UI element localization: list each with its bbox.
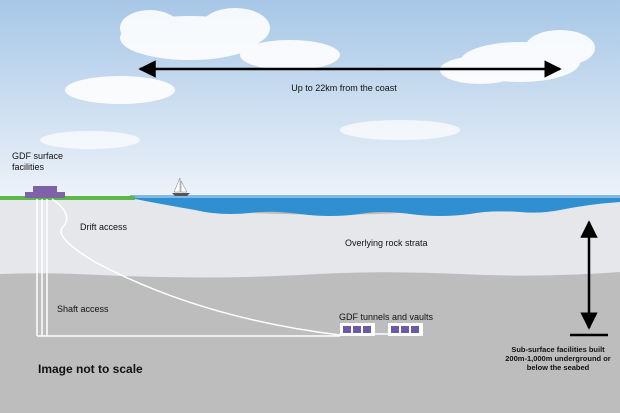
- vault-icon: [340, 323, 423, 336]
- rock-strata: [0, 198, 620, 278]
- shaft-access-label: Shaft access: [57, 304, 109, 314]
- shaft-access: [36, 199, 340, 337]
- cloud-icon: [65, 8, 340, 104]
- subsurface-label: Sub-surface facilities built 200m-1,000m…: [505, 345, 611, 372]
- deep-rock: [0, 272, 620, 413]
- cloud-icon: [40, 120, 460, 149]
- tunnels-label: GDF tunnels and vaults: [339, 312, 434, 322]
- sailboat-icon: [172, 177, 190, 196]
- sea: [130, 196, 620, 216]
- land: [0, 196, 135, 200]
- sea-surface: [130, 195, 620, 198]
- drift-access-tunnel: [51, 198, 341, 336]
- gdf-surface-label: GDF surface facilities: [12, 151, 64, 172]
- distance-label: Up to 22km from the coast: [291, 83, 397, 93]
- drift-access-label: Drift access: [80, 222, 128, 232]
- not-to-scale-label: Image not to scale: [38, 362, 143, 376]
- facility-building-icon: [25, 186, 65, 198]
- overlying-rock-label: Overlying rock strata: [345, 238, 428, 248]
